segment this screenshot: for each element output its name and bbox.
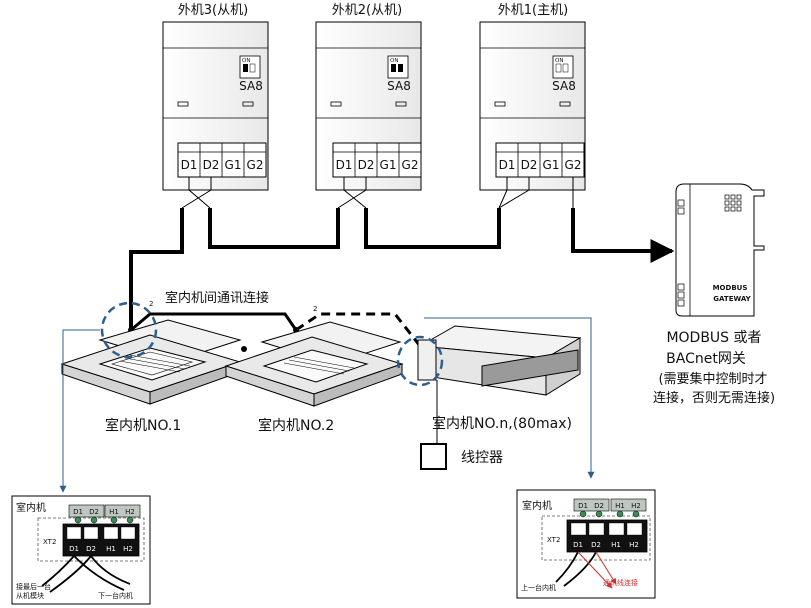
- dip-switch-toggle: [243, 64, 248, 72]
- indicator-slot: [559, 101, 571, 107]
- svg-text:D2: D2: [86, 545, 96, 553]
- terminal-d1: D1: [336, 158, 353, 172]
- indoor-unit-n-highlight: [396, 335, 444, 387]
- gateway-caption: MODBUS 或者 BACnet网关 (需要集中控制时才 连接，否则无需连接): [653, 330, 775, 406]
- terminal-d2: D2: [203, 158, 220, 172]
- svg-text:(需要集中控制时才: (需要集中控制时才: [658, 371, 767, 387]
- gateway-terminal-grid: [724, 194, 742, 212]
- terminal-d1: D1: [499, 158, 516, 172]
- svg-text:H2: H2: [125, 508, 135, 516]
- svg-text:BACnet网关: BACnet网关: [666, 351, 746, 367]
- gateway-label-line1: MODBUS: [713, 284, 748, 292]
- xt2-label: XT2: [547, 536, 560, 544]
- svg-text:D1: D1: [578, 502, 588, 510]
- modbus-gateway: MODBUS GATEWAY: [675, 183, 765, 317]
- svg-text:下一台内机: 下一台内机: [98, 591, 133, 600]
- marker-2: 2: [313, 305, 317, 313]
- indicator-slot: [242, 101, 254, 107]
- svg-text:D1: D1: [69, 545, 79, 553]
- indoor-unit-1-label: 室内机NO.1: [105, 417, 181, 434]
- svg-text:D1: D1: [73, 508, 83, 516]
- indicator-slot: [395, 101, 407, 107]
- indoor-comm-label: 室内机间通讯连接: [165, 290, 269, 306]
- switch-label: SA8: [239, 79, 263, 93]
- svg-text:D2: D2: [89, 508, 99, 516]
- terminal-g1: G1: [543, 158, 560, 172]
- svg-text:H2: H2: [629, 541, 639, 549]
- svg-text:H2: H2: [631, 502, 641, 510]
- indoor-unit-1-highlight: [100, 301, 158, 359]
- terminal-g2: G2: [402, 158, 419, 172]
- detail-box-left: 室内机 XT2 D1 D2 H1 H2 D1 D2 H1 H2 接最后一台 从机…: [11, 495, 151, 605]
- terminal-g1: G1: [380, 158, 397, 172]
- outdoor-bus-wiring: [129, 177, 675, 330]
- svg-text:连接，否则无需连接): 连接，否则无需连接): [653, 390, 775, 406]
- switch-on-label: ON: [555, 58, 563, 64]
- dip-switch-toggle: [391, 64, 396, 72]
- svg-text:通讯线连接: 通讯线连接: [603, 578, 638, 587]
- svg-text:H1: H1: [106, 545, 116, 553]
- svg-text:上一台内机: 上一台内机: [521, 583, 556, 592]
- svg-text:H1: H1: [615, 502, 625, 510]
- switch-on-label: ON: [390, 58, 398, 64]
- terminal-g2: G2: [565, 158, 582, 172]
- svg-text:D1: D1: [573, 541, 583, 549]
- svg-text:接最后一台: 接最后一台: [16, 582, 51, 591]
- outdoor-unit-2: 外机2(从机) ON SA8 D1 D2 G1 G2: [315, 3, 422, 191]
- wired-controller-label: 线控器: [461, 450, 503, 466]
- terminal-d1: D1: [181, 158, 198, 172]
- dip-switch-toggle: [562, 63, 569, 73]
- indicator-slot: [177, 101, 189, 107]
- svg-text:H1: H1: [109, 508, 119, 516]
- indoor-comm-dashed: [295, 312, 422, 347]
- switch-on-label: ON: [242, 58, 250, 64]
- detail-left-leader: [59, 329, 100, 493]
- indoor-comm-wire: [130, 312, 298, 332]
- svg-text:从机模块: 从机模块: [16, 591, 44, 600]
- svg-text:MODBUS 或者: MODBUS 或者: [666, 330, 761, 346]
- detail-title: 室内机: [522, 499, 552, 512]
- indoor-unit-2: [224, 321, 404, 407]
- terminal-g2: G2: [247, 158, 264, 172]
- gateway-side-ports: [677, 199, 685, 307]
- indoor-unit-n: [417, 325, 582, 396]
- detail-title: 室内机: [16, 501, 46, 514]
- indoor-unit-2-label: 室内机NO.2: [258, 417, 334, 434]
- indoor-unit-n-label: 室内机NO.n,(80max): [432, 415, 572, 432]
- svg-text:H2: H2: [123, 545, 133, 553]
- terminal-d2: D2: [358, 158, 375, 172]
- outdoor-unit-title: 外机1(主机): [498, 3, 568, 18]
- svg-text:D2: D2: [591, 541, 601, 549]
- outdoor-unit-1: 外机1(主机) ON SA8 D1 D2 G1 G2: [479, 3, 586, 191]
- svg-text:H1: H1: [611, 541, 621, 549]
- gateway-label-line2: GATEWAY: [713, 295, 751, 303]
- xt2-label: XT2: [43, 538, 56, 546]
- switch-label: SA8: [552, 79, 576, 93]
- svg-text:D2: D2: [594, 502, 604, 510]
- wired-controller: [420, 443, 447, 470]
- indicator-slot: [330, 101, 342, 107]
- outdoor-unit-title: 外机2(从机): [332, 3, 402, 18]
- outdoor-unit-title: 外机3(从机): [178, 3, 248, 18]
- marker-2: 2: [149, 300, 153, 308]
- indoor-unit-1: [60, 319, 242, 405]
- outdoor-unit-3: 外机3(从机) ON SA8 D1 D2 G1 G2: [162, 3, 269, 191]
- detail-right-leader: [424, 317, 595, 479]
- terminal-g1: G1: [225, 158, 242, 172]
- switch-label: SA8: [387, 79, 411, 93]
- detail-box-right: 室内机 XT2 D1 D2 H1 H2 D1 D2 H1 H2 上一台内机 通讯…: [516, 489, 656, 599]
- indicator-slot: [494, 101, 506, 107]
- terminal-d2: D2: [521, 158, 538, 172]
